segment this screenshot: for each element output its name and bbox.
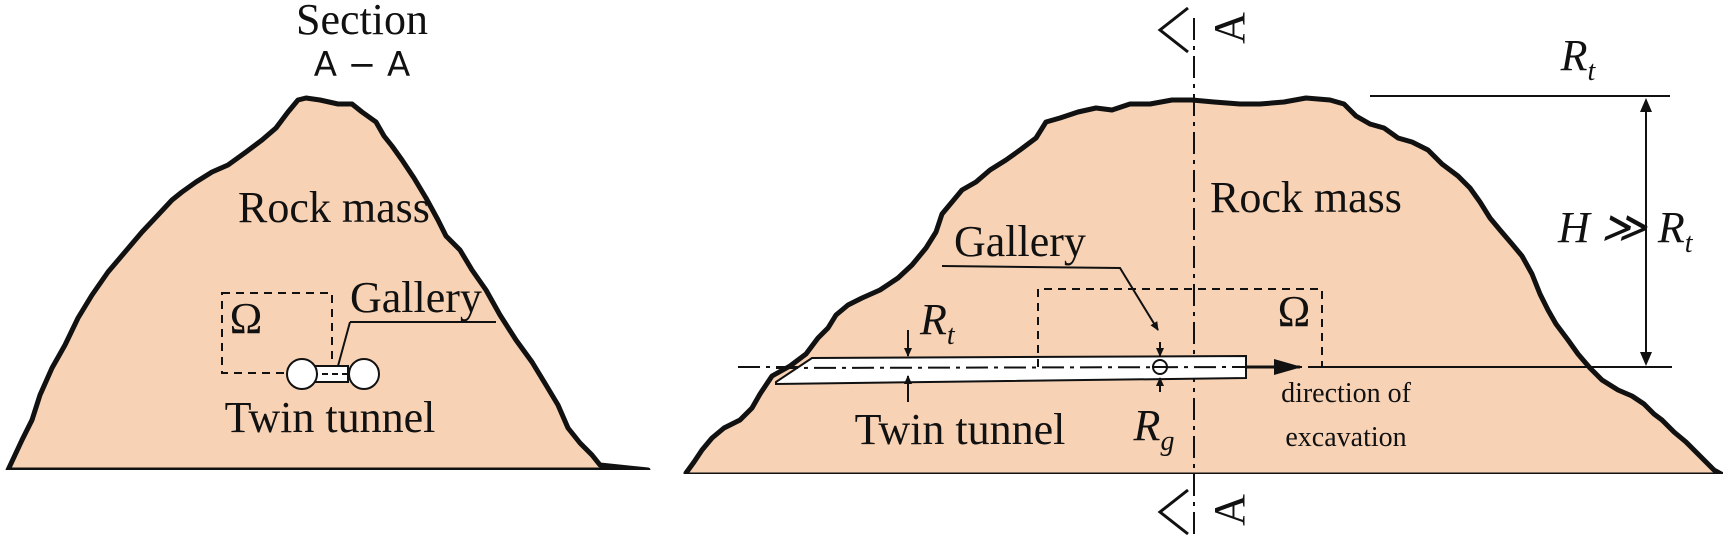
left-section-panel: Section A − A Rock mass Ω Gallery Twin t…: [0, 0, 660, 538]
left-rock-mass-label: Rock mass: [238, 183, 430, 232]
left-gallery-label: Gallery: [350, 273, 482, 322]
section-title: Section: [296, 0, 428, 44]
rt-small-label: Rt: [919, 295, 956, 351]
left-twin-tunnel-label: Twin tunnel: [225, 393, 436, 442]
section-arrow-bottom: [1157, 488, 1189, 536]
right-twin-tunnel: [775, 354, 1247, 386]
section-mark-bottom: A: [1205, 494, 1254, 526]
left-omega-region: [221, 292, 333, 374]
rg-label: Rg: [1133, 401, 1175, 457]
left-omega-label: Ω: [230, 294, 263, 343]
rt-top-label: Rt: [1560, 31, 1597, 87]
direction-label-line1: direction of: [1281, 378, 1412, 409]
section-subtitle: A − A: [314, 45, 411, 85]
right-longitudinal-panel: A A Rt H ≫ Rt Ω Gallery: [660, 6, 1723, 538]
section-arrow-top: [1157, 6, 1189, 54]
left-rock-mass: [5, 95, 651, 473]
right-gallery-label: Gallery: [954, 217, 1086, 266]
right-rock-mass: [683, 95, 1723, 478]
left-twin-tunnel: [286, 358, 380, 390]
right-omega-label: Ω: [1278, 287, 1311, 336]
h-dimension-label: H ≫ Rt: [1557, 203, 1694, 259]
direction-label-line2: excavation: [1285, 422, 1406, 453]
section-mark-top: A: [1205, 12, 1254, 44]
right-rock-mass-label: Rock mass: [1210, 173, 1402, 222]
right-twin-tunnel-label: Twin tunnel: [855, 405, 1066, 454]
